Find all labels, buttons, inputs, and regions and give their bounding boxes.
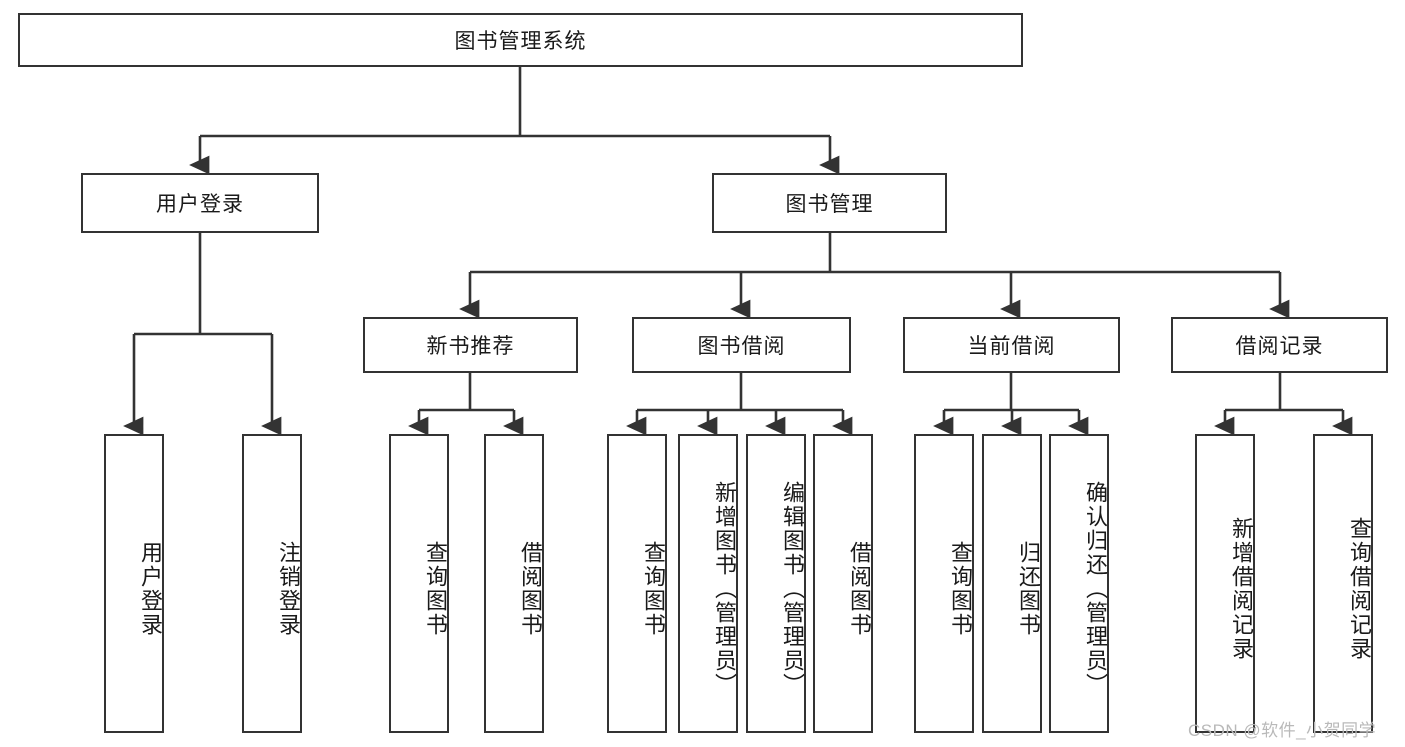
node-leaf-query-book-current[interactable]: 查询图书 bbox=[914, 434, 974, 733]
node-leaf-confirm-return-admin[interactable]: 确认归还（管理员） bbox=[1049, 434, 1109, 733]
node-leaf-return-book-label: 归还图书 bbox=[1016, 540, 1041, 637]
node-current-borrow-label: 当前借阅 bbox=[967, 335, 1056, 358]
node-root-label: 图书管理系统 bbox=[454, 30, 587, 53]
node-current-borrow[interactable]: 当前借阅 bbox=[903, 317, 1120, 373]
node-leaf-edit-book-admin-label: 编辑图书（管理员） bbox=[780, 480, 805, 697]
node-leaf-user-logout[interactable]: 注销登录 bbox=[242, 434, 302, 733]
node-root[interactable]: 图书管理系统 bbox=[18, 13, 1023, 67]
node-leaf-add-book-admin-label: 新增图书（管理员） bbox=[712, 480, 737, 697]
node-book-management[interactable]: 图书管理 bbox=[712, 173, 947, 233]
node-leaf-return-book[interactable]: 归还图书 bbox=[982, 434, 1042, 733]
node-leaf-query-book-borrow[interactable]: 查询图书 bbox=[607, 434, 667, 733]
node-leaf-user-login-label: 用户登录 bbox=[138, 540, 163, 637]
node-book-borrow-label: 图书借阅 bbox=[697, 335, 786, 358]
node-new-book-recommend[interactable]: 新书推荐 bbox=[363, 317, 578, 373]
node-leaf-borrow-book-rec[interactable]: 借阅图书 bbox=[484, 434, 544, 733]
node-leaf-edit-book-admin[interactable]: 编辑图书（管理员） bbox=[746, 434, 806, 733]
node-leaf-add-borrow-record-label: 新增借阅记录 bbox=[1229, 516, 1254, 661]
node-leaf-add-book-admin[interactable]: 新增图书（管理员） bbox=[678, 434, 738, 733]
node-leaf-borrow-book-label: 借阅图书 bbox=[847, 540, 872, 637]
node-book-borrow[interactable]: 图书借阅 bbox=[632, 317, 851, 373]
node-leaf-query-book-current-label: 查询图书 bbox=[948, 540, 973, 637]
node-leaf-borrow-book-rec-label: 借阅图书 bbox=[518, 540, 543, 637]
node-new-book-recommend-label: 新书推荐 bbox=[426, 335, 515, 358]
node-leaf-query-borrow-record-label: 查询借阅记录 bbox=[1347, 516, 1372, 661]
csdn-watermark: CSDN @软件_小贺同学 bbox=[1188, 721, 1377, 740]
node-user-login[interactable]: 用户登录 bbox=[81, 173, 319, 233]
node-leaf-query-book-rec[interactable]: 查询图书 bbox=[389, 434, 449, 733]
node-leaf-user-logout-label: 注销登录 bbox=[276, 540, 301, 637]
node-leaf-confirm-return-admin-label: 确认归还（管理员） bbox=[1083, 480, 1108, 697]
node-user-login-label: 用户登录 bbox=[156, 193, 244, 216]
node-leaf-query-borrow-record[interactable]: 查询借阅记录 bbox=[1313, 434, 1373, 733]
node-borrow-record-label: 借阅记录 bbox=[1235, 335, 1324, 358]
node-leaf-query-book-borrow-label: 查询图书 bbox=[641, 540, 666, 637]
node-leaf-user-login[interactable]: 用户登录 bbox=[104, 434, 164, 733]
node-leaf-add-borrow-record[interactable]: 新增借阅记录 bbox=[1195, 434, 1255, 733]
node-leaf-borrow-book[interactable]: 借阅图书 bbox=[813, 434, 873, 733]
node-borrow-record[interactable]: 借阅记录 bbox=[1171, 317, 1388, 373]
node-leaf-query-book-rec-label: 查询图书 bbox=[423, 540, 448, 637]
node-book-management-label: 图书管理 bbox=[785, 193, 874, 216]
